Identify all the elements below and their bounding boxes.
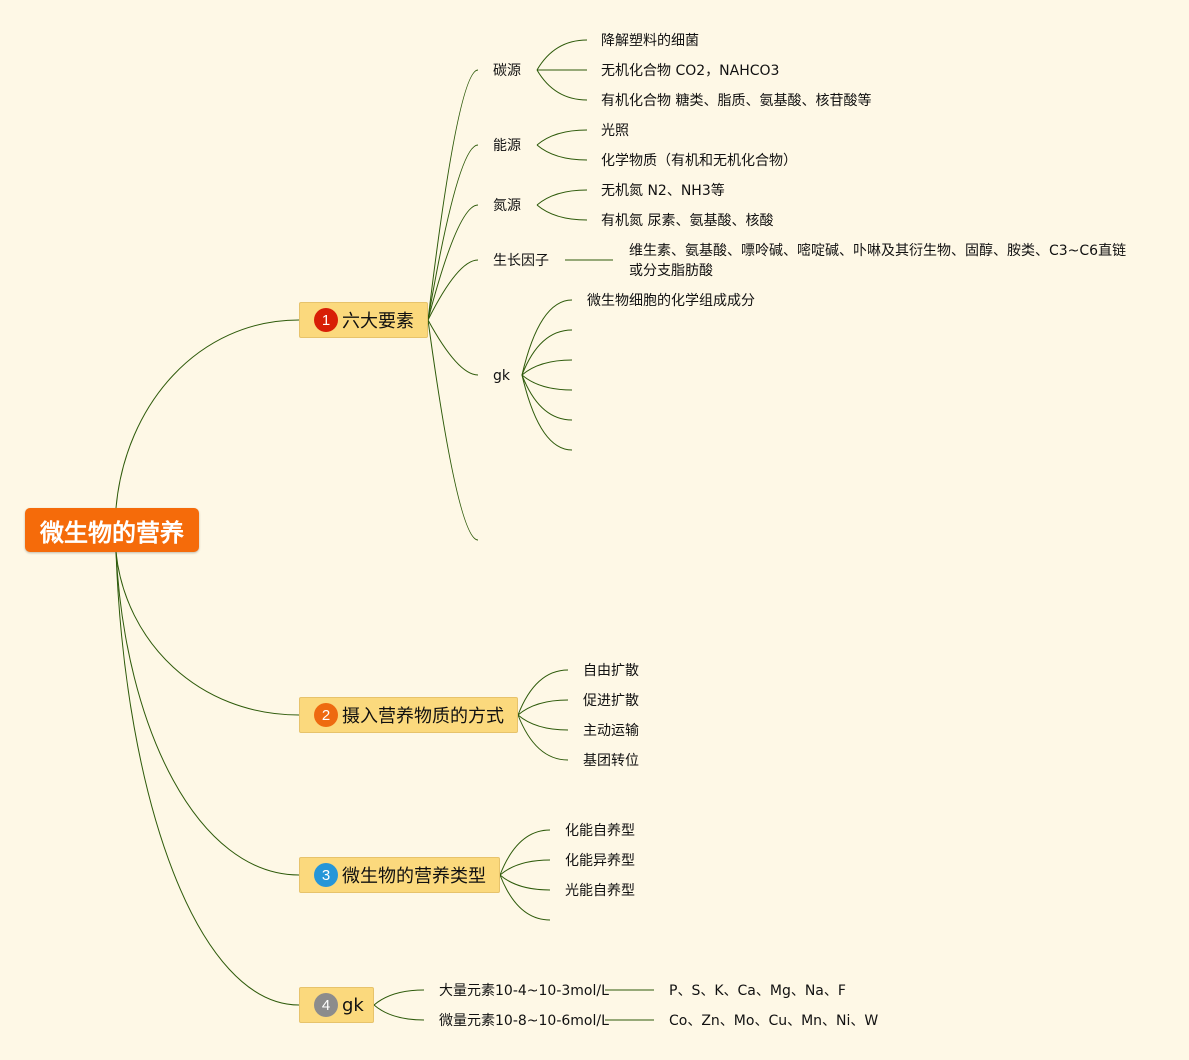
- sub-carbon-source[interactable]: 碳源: [493, 63, 521, 79]
- sub-gk[interactable]: gk: [493, 368, 510, 384]
- type-leaf-line: [499, 874, 551, 921]
- leaf-facilitated-diffusion[interactable]: 促进扩散: [583, 693, 639, 709]
- leaf-growth-factor-list[interactable]: 维生素、氨基酸、嘌呤碱、嘧啶碱、卟啉及其衍生物、固醇、胺类、C3~C6直链或分支…: [629, 243, 1127, 279]
- gk-leaf-line: [521, 374, 573, 451]
- energy-leaf-line: [536, 144, 588, 161]
- leaf-chemicals[interactable]: 化学物质（有机和无机化合物）: [601, 153, 797, 169]
- uptake-leaf-line: [517, 714, 569, 731]
- carbon-leaf-line: [536, 39, 588, 71]
- leaf-group-translocation[interactable]: 基团转位: [583, 753, 639, 769]
- root-to-branch-2: [115, 551, 300, 716]
- branch1-to-sub: [427, 259, 479, 321]
- sub-energy-source[interactable]: 能源: [493, 138, 521, 154]
- carbon-leaf-line: [536, 69, 588, 101]
- leaf-free-diffusion[interactable]: 自由扩散: [583, 663, 639, 679]
- energy-leaf-line: [536, 129, 588, 146]
- root-topic[interactable]: 微生物的营养: [25, 508, 199, 552]
- branch1-to-sub: [427, 69, 479, 321]
- root-to-branch-3: [115, 551, 300, 876]
- leaf-active-transport[interactable]: 主动运输: [583, 723, 639, 739]
- leaf-chemoheterotroph[interactable]: 化能异养型: [565, 853, 635, 869]
- leaf-micro-element-list[interactable]: Co、Zn、Mo、Cu、Mn、Ni、W: [669, 1013, 879, 1029]
- branch-gk[interactable]: 4 gk: [299, 987, 374, 1023]
- gk-element-line: [373, 1004, 425, 1021]
- branch-label: gk: [342, 994, 364, 1016]
- nitrogen-leaf-line: [536, 189, 588, 206]
- uptake-leaf-line: [517, 669, 569, 716]
- number-3-icon: 3: [314, 863, 338, 887]
- branch1-to-sub: [427, 319, 479, 376]
- branch1-to-sub: [427, 204, 479, 321]
- uptake-leaf-line: [517, 714, 569, 761]
- number-2-icon: 2: [314, 703, 338, 727]
- type-leaf-line: [499, 829, 551, 876]
- leaf-macro-element-list[interactable]: P、S、K、Ca、Mg、Na、F: [669, 983, 846, 999]
- leaf-chemoautotroph[interactable]: 化能自养型: [565, 823, 635, 839]
- leaf-light[interactable]: 光照: [601, 123, 629, 139]
- branch-uptake-methods[interactable]: 2 摄入营养物质的方式: [299, 697, 518, 733]
- leaf-organic-nitrogen[interactable]: 有机氮 尿素、氨基酸、核酸: [601, 213, 774, 229]
- nitrogen-leaf-line: [536, 204, 588, 221]
- gk-leaf-line: [521, 374, 573, 391]
- branch-six-elements[interactable]: 1 六大要素: [299, 302, 428, 338]
- gk-leaf-line: [521, 329, 573, 376]
- leaf-plastic-bacteria[interactable]: 降解塑料的细菌: [601, 33, 699, 49]
- type-leaf-line: [499, 874, 551, 891]
- root-to-branch-4: [115, 551, 300, 1006]
- leaf-inorganic-carbon[interactable]: 无机化合物 CO2，NAHCO3: [601, 63, 780, 79]
- leaf-macro-elements[interactable]: 大量元素10-4~10-3mol/L: [439, 983, 609, 999]
- sub-nitrogen-source[interactable]: 氮源: [493, 198, 521, 214]
- leaf-cell-composition[interactable]: 微生物细胞的化学组成成分: [587, 293, 755, 309]
- number-1-icon: 1: [314, 308, 338, 332]
- branch1-to-sub: [427, 144, 479, 321]
- gk-element-line: [373, 989, 425, 1006]
- sub-growth-factor[interactable]: 生长因子: [493, 253, 549, 269]
- branch-label: 摄入营养物质的方式: [342, 706, 504, 727]
- uptake-leaf-line: [517, 699, 569, 716]
- leaf-inorganic-nitrogen[interactable]: 无机氮 N2、NH3等: [601, 183, 725, 199]
- number-4-icon: 4: [314, 993, 338, 1017]
- branch-label: 六大要素: [342, 311, 414, 332]
- gk-leaf-line: [521, 359, 573, 376]
- leaf-photoautotroph[interactable]: 光能自养型: [565, 883, 635, 899]
- gk-leaf-line: [521, 299, 573, 376]
- branch-nutrition-types[interactable]: 3 微生物的营养类型: [299, 857, 500, 893]
- branch1-to-sub: [427, 319, 479, 541]
- type-leaf-line: [499, 859, 551, 876]
- leaf-micro-elements[interactable]: 微量元素10-8~10-6mol/L: [439, 1013, 609, 1029]
- root-to-branch-1: [115, 319, 300, 509]
- branch-label: 微生物的营养类型: [342, 866, 486, 887]
- leaf-organic-carbon[interactable]: 有机化合物 糖类、脂质、氨基酸、核苷酸等: [601, 93, 872, 109]
- gk-leaf-line: [521, 374, 573, 421]
